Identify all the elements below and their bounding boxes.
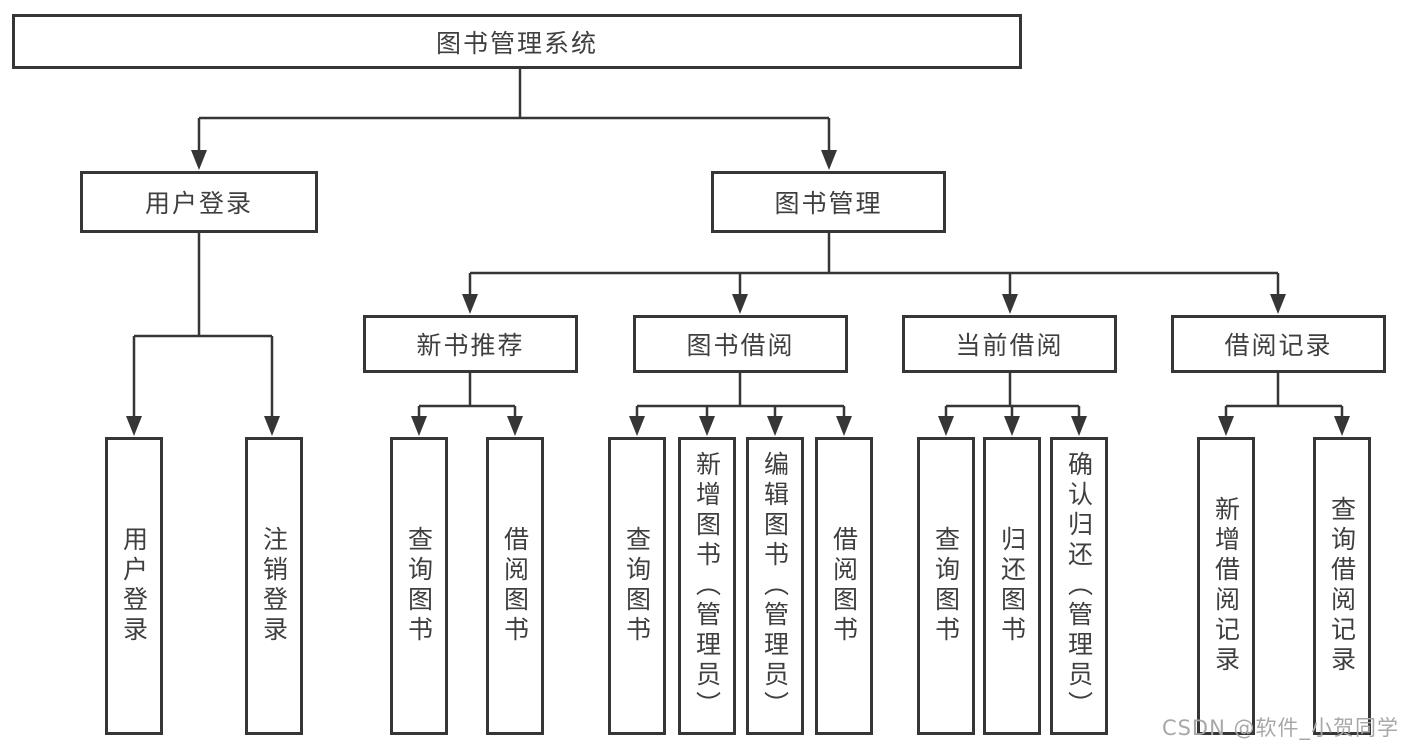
node-label: 编辑图书（管理员） bbox=[760, 451, 790, 721]
leaf-user-login: 用户登录 bbox=[105, 437, 163, 735]
node-label: 查询图书 bbox=[931, 526, 961, 646]
node-label: 图书管理系统 bbox=[435, 28, 598, 58]
node-label: 查询图书 bbox=[404, 526, 434, 646]
node-label: 图书借阅 bbox=[686, 331, 795, 360]
leaf-edit-books-admin: 编辑图书（管理员） bbox=[746, 437, 804, 735]
node-book-management: 图书管理 bbox=[711, 171, 946, 233]
node-label: 新增图书（管理员） bbox=[692, 451, 722, 721]
node-book-borrow: 图书借阅 bbox=[633, 315, 848, 373]
node-label: 查询借阅记录 bbox=[1327, 496, 1357, 676]
csdn-watermark: CSDN @软件_小贺同学 bbox=[1161, 716, 1399, 740]
node-label: 查询图书 bbox=[622, 526, 652, 646]
leaf-query-borrow-record: 查询借阅记录 bbox=[1313, 437, 1371, 735]
leaf-confirm-return-admin: 确认归还（管理员） bbox=[1050, 437, 1108, 735]
leaf-add-borrow-record: 新增借阅记录 bbox=[1197, 437, 1255, 735]
node-label: 确认归还（管理员） bbox=[1064, 451, 1094, 721]
node-label: 图书管理 bbox=[774, 189, 883, 218]
node-user-login: 用户登录 bbox=[80, 171, 318, 233]
node-label: 新增借阅记录 bbox=[1211, 496, 1241, 676]
node-new-book-recommend: 新书推荐 bbox=[363, 315, 578, 373]
node-label: 归还图书 bbox=[997, 526, 1027, 646]
node-label: 用户登录 bbox=[144, 189, 253, 218]
node-label: 借阅图书 bbox=[829, 526, 859, 646]
node-borrow-records: 借阅记录 bbox=[1171, 315, 1386, 373]
leaf-borrow-books-recommend: 借阅图书 bbox=[486, 437, 544, 735]
leaf-logout: 注销登录 bbox=[245, 437, 303, 735]
leaf-borrow-books: 借阅图书 bbox=[815, 437, 873, 735]
leaf-return-books: 归还图书 bbox=[983, 437, 1041, 735]
node-label: 借阅图书 bbox=[500, 526, 530, 646]
node-root-system: 图书管理系统 bbox=[12, 14, 1022, 69]
leaf-query-books-recommend: 查询图书 bbox=[390, 437, 448, 735]
leaf-query-books-borrow: 查询图书 bbox=[608, 437, 666, 735]
node-label: 用户登录 bbox=[119, 526, 149, 646]
node-label: 注销登录 bbox=[259, 526, 289, 646]
leaf-query-books-current: 查询图书 bbox=[917, 437, 975, 735]
node-label: 借阅记录 bbox=[1224, 331, 1333, 360]
node-label: 当前借阅 bbox=[955, 331, 1064, 360]
node-current-borrow: 当前借阅 bbox=[902, 315, 1117, 373]
node-label: 新书推荐 bbox=[416, 331, 525, 360]
leaf-add-books-admin: 新增图书（管理员） bbox=[678, 437, 736, 735]
